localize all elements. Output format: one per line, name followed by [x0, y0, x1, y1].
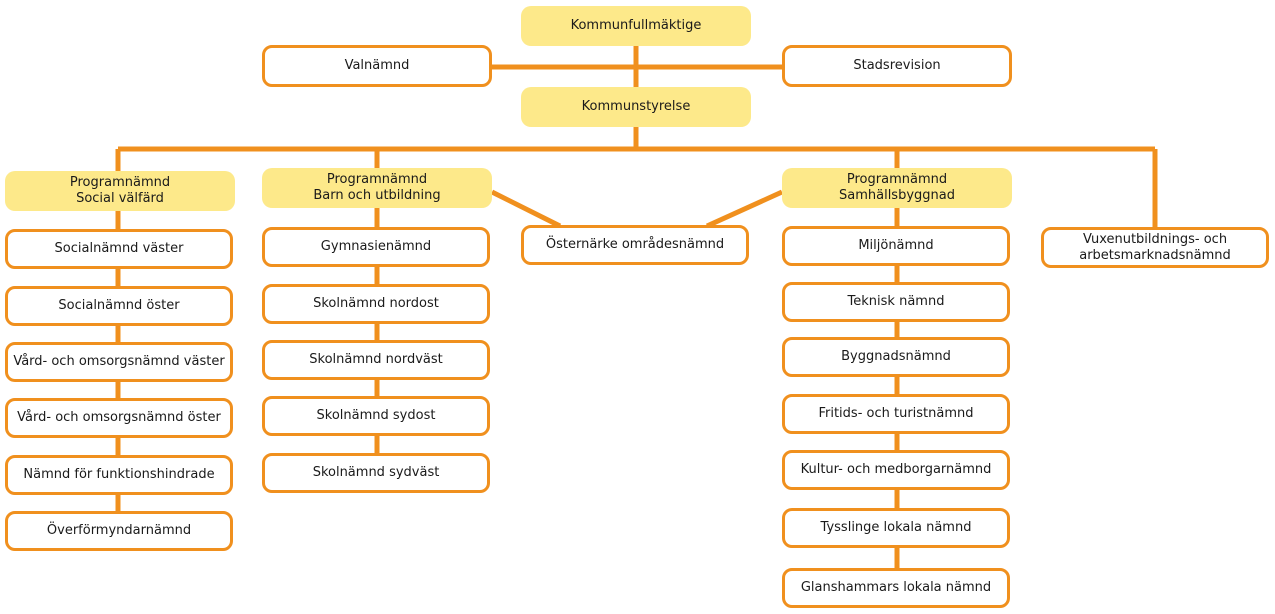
- node-skolnamnd-nordvast: Skolnämnd nordväst: [262, 340, 490, 380]
- node-label-line1: Programnämnd: [69, 175, 171, 190]
- node-label-line1: Programnämnd: [846, 172, 948, 187]
- node-programnamnd-social-valfard: Programnämnd Social välfärd: [5, 171, 235, 211]
- node-teknisk-namnd: Teknisk nämnd: [782, 282, 1010, 322]
- node-label: Skolnämnd sydväst: [312, 465, 440, 480]
- node-overformyndarnamnd: Överförmyndarnämnd: [5, 511, 233, 551]
- node-label: Skolnämnd nordost: [313, 296, 439, 311]
- node-vard-och-omsorgsnamnd-vaster: Vård- och omsorgsnämnd väster: [5, 342, 233, 382]
- node-label: Skolnämnd sydost: [316, 408, 436, 423]
- node-label: Byggnadsnämnd: [841, 349, 951, 364]
- node-socialnamnd-oster: Socialnämnd öster: [5, 286, 233, 326]
- node-programnamnd-barn-och-utbildning: Programnämnd Barn och utbildning: [262, 168, 492, 208]
- node-label: Vård- och omsorgsnämnd väster: [13, 354, 225, 369]
- node-label-line1: Vuxenutbildnings- och: [1082, 231, 1228, 247]
- node-label: Gymnasienämnd: [320, 239, 432, 254]
- node-vuxenutbildnings-och-arbetsmarknadsnamnd: Vuxenutbildnings- och arbetsmarknadsnämn…: [1041, 227, 1269, 268]
- node-kommunfullmaktige: Kommunfullmäktige: [521, 6, 751, 46]
- node-label: Nämnd för funktionshindrade: [23, 467, 215, 482]
- node-label: Tysslinge lokala nämnd: [820, 520, 972, 535]
- node-label: Socialnämnd öster: [58, 298, 180, 313]
- node-tysslinge-lokala-namnd: Tysslinge lokala nämnd: [782, 508, 1010, 548]
- node-valnamnd: Valnämnd: [262, 45, 492, 87]
- node-label: Valnämnd: [344, 58, 410, 73]
- node-label: Överförmyndarnämnd: [46, 523, 192, 538]
- connector-diag-right: [705, 189, 784, 229]
- node-miljonamnd: Miljönämnd: [782, 226, 1010, 266]
- node-label: Stadsrevision: [853, 58, 941, 73]
- node-byggnadsnamnd: Byggnadsnämnd: [782, 337, 1010, 377]
- node-glanshammars-lokala-namnd: Glanshammars lokala nämnd: [782, 568, 1010, 608]
- node-label: Miljönämnd: [858, 238, 934, 253]
- node-label: Teknisk nämnd: [847, 294, 945, 309]
- node-kultur-och-medborgarnamnd: Kultur- och medborgarnämnd: [782, 450, 1010, 490]
- node-label: Glanshammars lokala nämnd: [800, 580, 992, 595]
- node-label-line2: Samhällsbyggnad: [839, 188, 955, 203]
- node-programnamnd-samhallsbyggnad: Programnämnd Samhällsbyggnad: [782, 168, 1012, 208]
- node-label: Östernärke områdesnämnd: [545, 237, 725, 252]
- node-label-line2: Social välfärd: [76, 191, 164, 206]
- node-gymnasienamnd: Gymnasienämnd: [262, 227, 490, 267]
- connector-diag-left: [490, 189, 562, 229]
- node-vard-och-omsorgsnamnd-oster: Vård- och omsorgsnämnd öster: [5, 398, 233, 438]
- node-label: Socialnämnd väster: [54, 241, 184, 256]
- node-label: Skolnämnd nordväst: [309, 352, 443, 367]
- node-label: Fritids- och turistnämnd: [818, 406, 974, 421]
- node-label: Kommunstyrelse: [581, 99, 691, 114]
- node-label-line2: arbetsmarknadsnämnd: [1079, 247, 1231, 263]
- node-label-line1: Programnämnd: [326, 172, 428, 187]
- node-label: Kultur- och medborgarnämnd: [800, 462, 992, 477]
- node-fritids-och-turistnamnd: Fritids- och turistnämnd: [782, 394, 1010, 434]
- node-skolnamnd-sydvast: Skolnämnd sydväst: [262, 453, 490, 493]
- node-label: Kommunfullmäktige: [570, 18, 702, 33]
- node-label-line2: Barn och utbildning: [313, 188, 441, 203]
- node-label: Vård- och omsorgsnämnd öster: [17, 410, 221, 425]
- node-skolnamnd-sydost: Skolnämnd sydost: [262, 396, 490, 436]
- node-kommunstyrelse: Kommunstyrelse: [521, 87, 751, 127]
- node-osternarke-omradesnamnd: Östernärke områdesnämnd: [521, 225, 749, 265]
- node-stadsrevision: Stadsrevision: [782, 45, 1012, 87]
- node-namnd-for-funktionshindrade: Nämnd för funktionshindrade: [5, 455, 233, 495]
- node-skolnamnd-nordost: Skolnämnd nordost: [262, 284, 490, 324]
- node-socialnamnd-vaster: Socialnämnd väster: [5, 229, 233, 269]
